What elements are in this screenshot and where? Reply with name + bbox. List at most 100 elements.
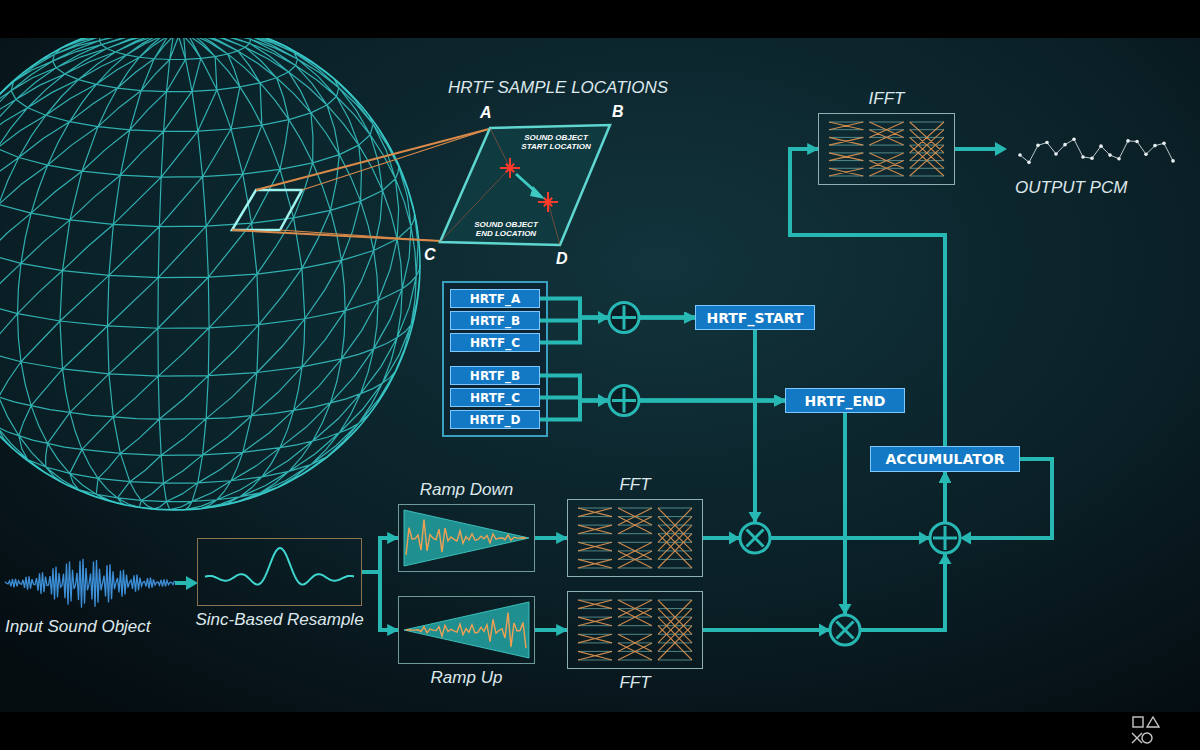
butterfly-lines — [578, 600, 692, 660]
box-label: HRTF_C — [470, 391, 520, 405]
multiply-symbol — [830, 615, 860, 645]
pcm-sample — [1036, 144, 1040, 148]
hrtf-cell — [440, 125, 610, 245]
sphere-patch — [232, 190, 302, 230]
sum-sign — [933, 526, 957, 550]
signal-wire — [535, 536, 567, 540]
ramp-waveform — [406, 520, 526, 555]
sum-sign — [612, 389, 636, 413]
arrowhead — [729, 532, 740, 545]
sum-symbol — [930, 523, 960, 553]
logo-triangle — [1147, 717, 1159, 727]
geodesic-sphere — [0, 20, 420, 510]
logo-cross — [1132, 733, 1142, 743]
resample-block: Sinc-Based Resample — [197, 538, 362, 606]
arrowhead — [819, 624, 830, 637]
ramp-block: Ramp Down — [398, 504, 535, 572]
pcm-sample — [1144, 152, 1148, 156]
corner-letter: C — [424, 246, 436, 264]
ramp-waveform — [406, 613, 526, 649]
arrowhead — [919, 532, 930, 545]
block-pictures — [5, 122, 1175, 660]
fft-block: FFT — [567, 591, 703, 669]
box-label: ACCUMULATOR — [886, 451, 1005, 467]
box-label: HRTF_B — [470, 314, 520, 328]
guide-line — [548, 202, 560, 245]
input-label: Input Sound Object — [5, 617, 151, 637]
box-label: HRTF_START — [706, 310, 803, 326]
block-heading: IFFT — [819, 89, 954, 109]
pcm-sample — [1099, 144, 1103, 148]
location-note: SOUND OBJECT START LOCATION — [515, 132, 597, 152]
sum-symbol — [609, 303, 639, 333]
arrowhead — [960, 532, 971, 545]
signal-wire — [540, 401, 785, 420]
sum-symbol — [609, 386, 639, 416]
signal-wire — [362, 538, 398, 572]
pcm-sample — [1027, 161, 1031, 165]
ramp-block: Ramp Up — [398, 596, 535, 664]
signal-wire — [535, 628, 567, 632]
section-title: HRTF SAMPLE LOCATIONS — [448, 78, 668, 98]
pcm-sample — [1162, 142, 1166, 146]
pcm-sample — [1171, 159, 1175, 163]
hrtf-box: HRTF_B — [450, 366, 540, 385]
box-label: HRTF_END — [805, 393, 886, 409]
logo-square — [1133, 717, 1143, 727]
sinc-curve — [205, 548, 354, 585]
logo-circle — [1142, 733, 1152, 743]
butterfly-lines — [578, 508, 692, 568]
pcm-sample — [1018, 153, 1022, 157]
projection-line — [280, 230, 441, 241]
pcm-sample — [1153, 144, 1157, 148]
pcm-sample — [1090, 156, 1094, 160]
projection-line — [256, 129, 489, 190]
block-heading: Sinc-Based Resample — [198, 610, 361, 630]
pcm-sample — [1081, 155, 1085, 159]
pcm-sample — [1126, 139, 1130, 143]
pcm-sample — [1072, 137, 1076, 141]
multiply-sign — [837, 622, 854, 639]
block-heading: FFT — [568, 475, 702, 495]
hrtf-box: HRTF_D — [450, 410, 540, 429]
block-heading: Ramp Down — [399, 480, 534, 500]
box-label: HRTF_D — [469, 413, 520, 427]
box-label: HRTF_B — [470, 369, 520, 383]
pcm-sample — [1117, 157, 1121, 161]
guide-line — [490, 128, 510, 168]
pcm-sample — [1108, 153, 1112, 157]
signal-wire — [703, 472, 945, 630]
arrowhead — [598, 311, 609, 324]
block-heading: FFT — [568, 673, 702, 693]
pcm-sample — [1045, 141, 1049, 145]
hrtf-start-box: HRTF_START — [695, 305, 815, 330]
multiply-symbol — [740, 523, 770, 553]
motion-arrowhead — [530, 186, 545, 199]
pcm-sample — [1063, 143, 1067, 147]
arrowhead — [995, 142, 1007, 156]
signal-wire — [703, 472, 945, 538]
fft-block: FFT — [567, 499, 703, 577]
ramp-up-shape — [404, 602, 529, 658]
output-label: OUTPUT PCM — [1015, 178, 1127, 198]
accumulator-box: ACCUMULATOR — [870, 446, 1020, 472]
output-wire — [955, 147, 996, 151]
butterfly-lines — [829, 122, 944, 176]
butterfly-lines — [578, 508, 692, 568]
corner-letter: B — [612, 103, 624, 121]
location-stars — [500, 158, 558, 212]
corner-letter: D — [556, 250, 568, 268]
hrtf-end-box: HRTF_END — [785, 388, 905, 413]
letterbox-bar — [0, 712, 1200, 750]
hrtf-box: HRTF_C — [450, 388, 540, 407]
console-logo — [1132, 717, 1159, 743]
signal-wire — [362, 572, 398, 630]
hrtf-box: HRTF_B — [450, 311, 540, 330]
sphere-outline — [0, 20, 420, 510]
arrowhead — [839, 604, 852, 615]
input-waveform — [5, 559, 175, 608]
